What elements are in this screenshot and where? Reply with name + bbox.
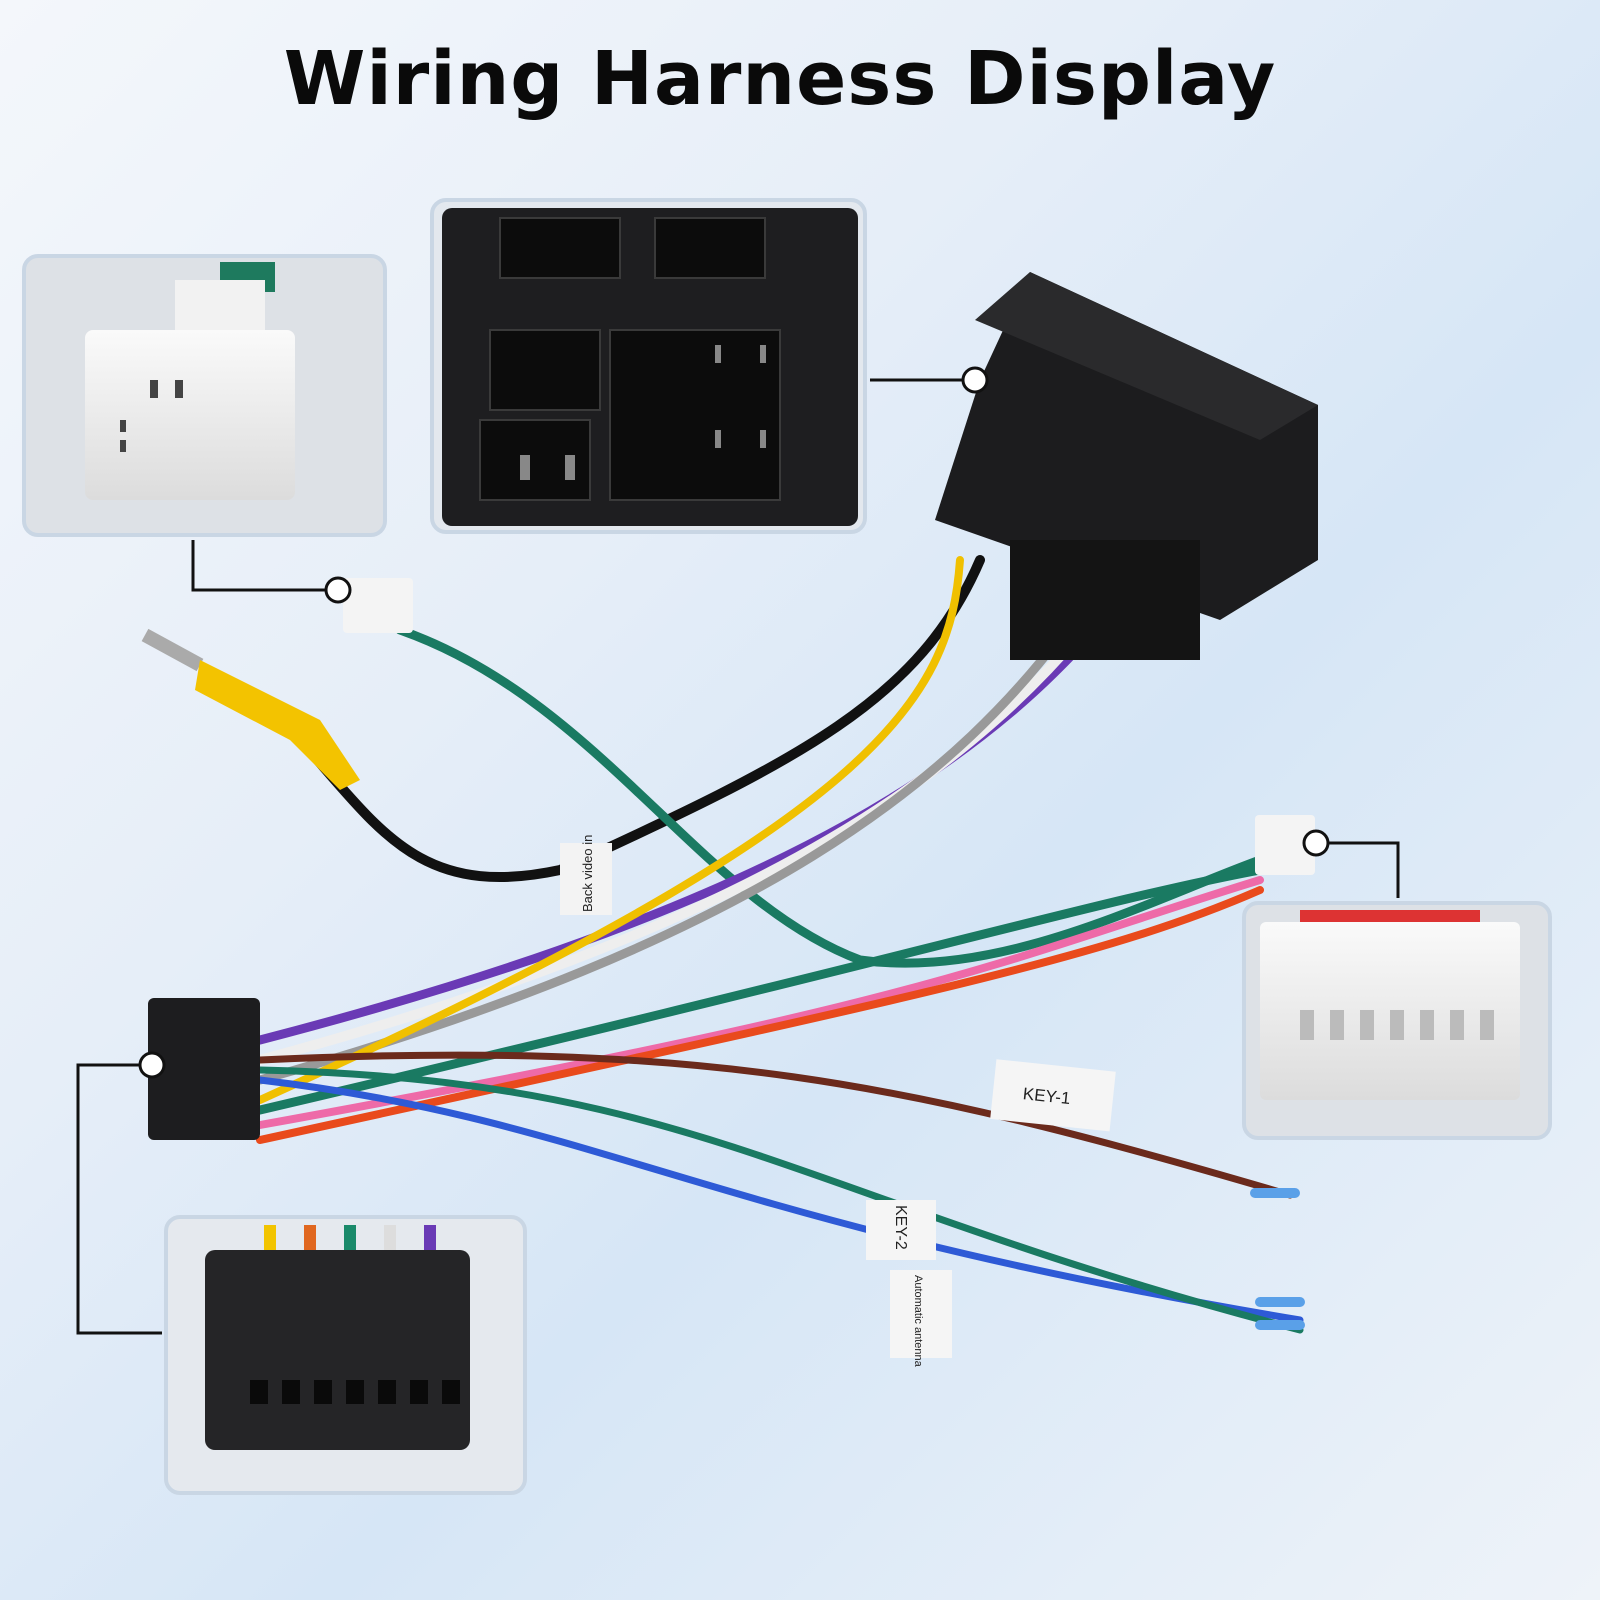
inset-white-large-connector [1242, 901, 1552, 1140]
label-text-antenna: Automatic antenna [912, 1275, 924, 1368]
page-title: Wiring Harness Display [283, 36, 1277, 122]
label-back-video-in: Back video in [560, 835, 612, 915]
label-key1: KEY-1 [990, 1059, 1116, 1132]
rca-plug [141, 628, 360, 790]
label-automatic-antenna: Automatic antenna [890, 1270, 952, 1368]
inset-black-16pin-connector [164, 1215, 527, 1495]
white-small-connector [343, 578, 413, 633]
label-text-back-video: Back video in [580, 835, 595, 912]
callout-dots [138, 366, 1330, 1079]
inset-white-small-connector [22, 254, 387, 537]
callout-lines [76, 378, 1400, 1335]
label-key2: KEY-2 [866, 1200, 936, 1260]
label-text-key2: KEY-2 [892, 1205, 909, 1250]
main-harness-connector [935, 272, 1318, 660]
wire-bundle [255, 555, 1304, 1334]
black-16pin-connector [148, 998, 260, 1140]
white-large-connector [1255, 815, 1315, 875]
label-text-key1: KEY-1 [1022, 1084, 1071, 1108]
inset-black-connector-face [430, 198, 867, 534]
